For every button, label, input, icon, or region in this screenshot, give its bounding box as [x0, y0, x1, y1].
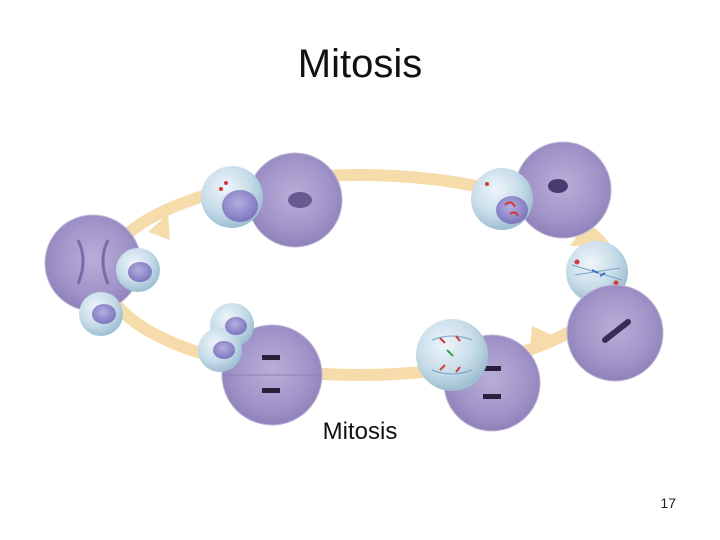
interphase-cell [201, 166, 263, 228]
page-number: 17 [660, 495, 676, 511]
daughter-cell-upper [116, 248, 160, 292]
daughter-cell-lower [79, 292, 123, 336]
anaphase-cell [416, 319, 488, 391]
prophase-cell [471, 168, 533, 230]
metaphase-micrograph [567, 285, 663, 381]
diagram-caption: Mitosis [250, 418, 470, 446]
